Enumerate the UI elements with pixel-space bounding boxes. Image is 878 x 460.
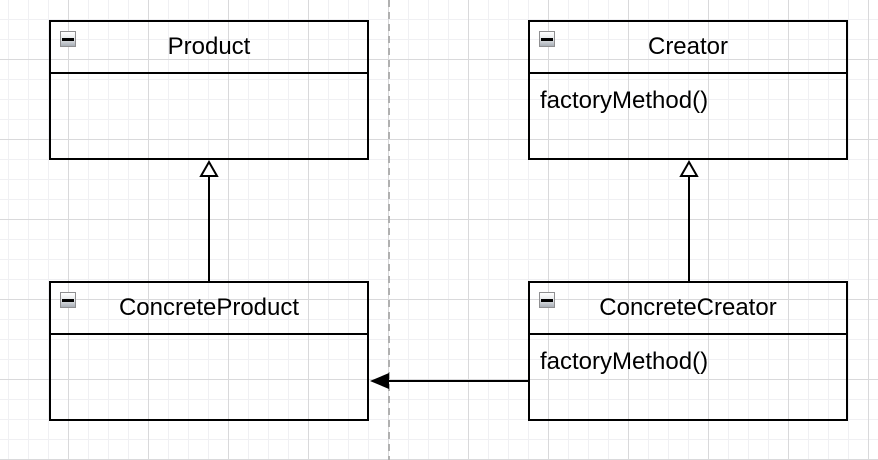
class-body xyxy=(51,74,367,87)
hollow-triangle-arrowhead-icon xyxy=(679,159,699,177)
class-title: Creator xyxy=(647,33,729,60)
minus-glyph xyxy=(62,299,74,302)
collapse-minus-icon[interactable] xyxy=(60,292,76,308)
class-product[interactable]: Product xyxy=(49,20,369,160)
collapse-minus-icon[interactable] xyxy=(60,31,76,47)
edge-generalization-concretecreator-creator[interactable] xyxy=(679,159,699,281)
class-body: factoryMethod() xyxy=(530,335,846,375)
class-creator[interactable]: Creator factoryMethod() xyxy=(528,20,848,160)
class-concrete-product[interactable]: ConcreteProduct xyxy=(49,281,369,421)
class-header: ConcreteProduct xyxy=(51,283,367,335)
class-body: factoryMethod() xyxy=(530,74,846,114)
class-title: ConcreteCreator xyxy=(599,294,777,321)
class-header: Product xyxy=(51,22,367,74)
edge-association-concretecreator-concreteproduct[interactable] xyxy=(370,373,528,389)
class-header: ConcreteCreator xyxy=(530,283,846,335)
collapse-minus-icon[interactable] xyxy=(539,292,555,308)
page-boundary-divider xyxy=(388,0,390,460)
class-concrete-creator[interactable]: ConcreteCreator factoryMethod() xyxy=(528,281,848,421)
collapse-minus-icon[interactable] xyxy=(539,31,555,47)
edge-generalization-concreteproduct-product[interactable] xyxy=(199,159,219,281)
hollow-triangle-arrowhead-icon xyxy=(199,159,219,177)
filled-arrowhead-icon xyxy=(370,373,389,389)
class-title: ConcreteProduct xyxy=(118,294,300,321)
class-title: Product xyxy=(167,33,251,60)
minus-glyph xyxy=(541,299,553,302)
minus-glyph xyxy=(541,38,553,41)
minus-glyph xyxy=(62,38,74,41)
class-body xyxy=(51,335,367,348)
class-header: Creator xyxy=(530,22,846,74)
class-method: factoryMethod() xyxy=(540,87,709,114)
class-method: factoryMethod() xyxy=(540,348,709,375)
